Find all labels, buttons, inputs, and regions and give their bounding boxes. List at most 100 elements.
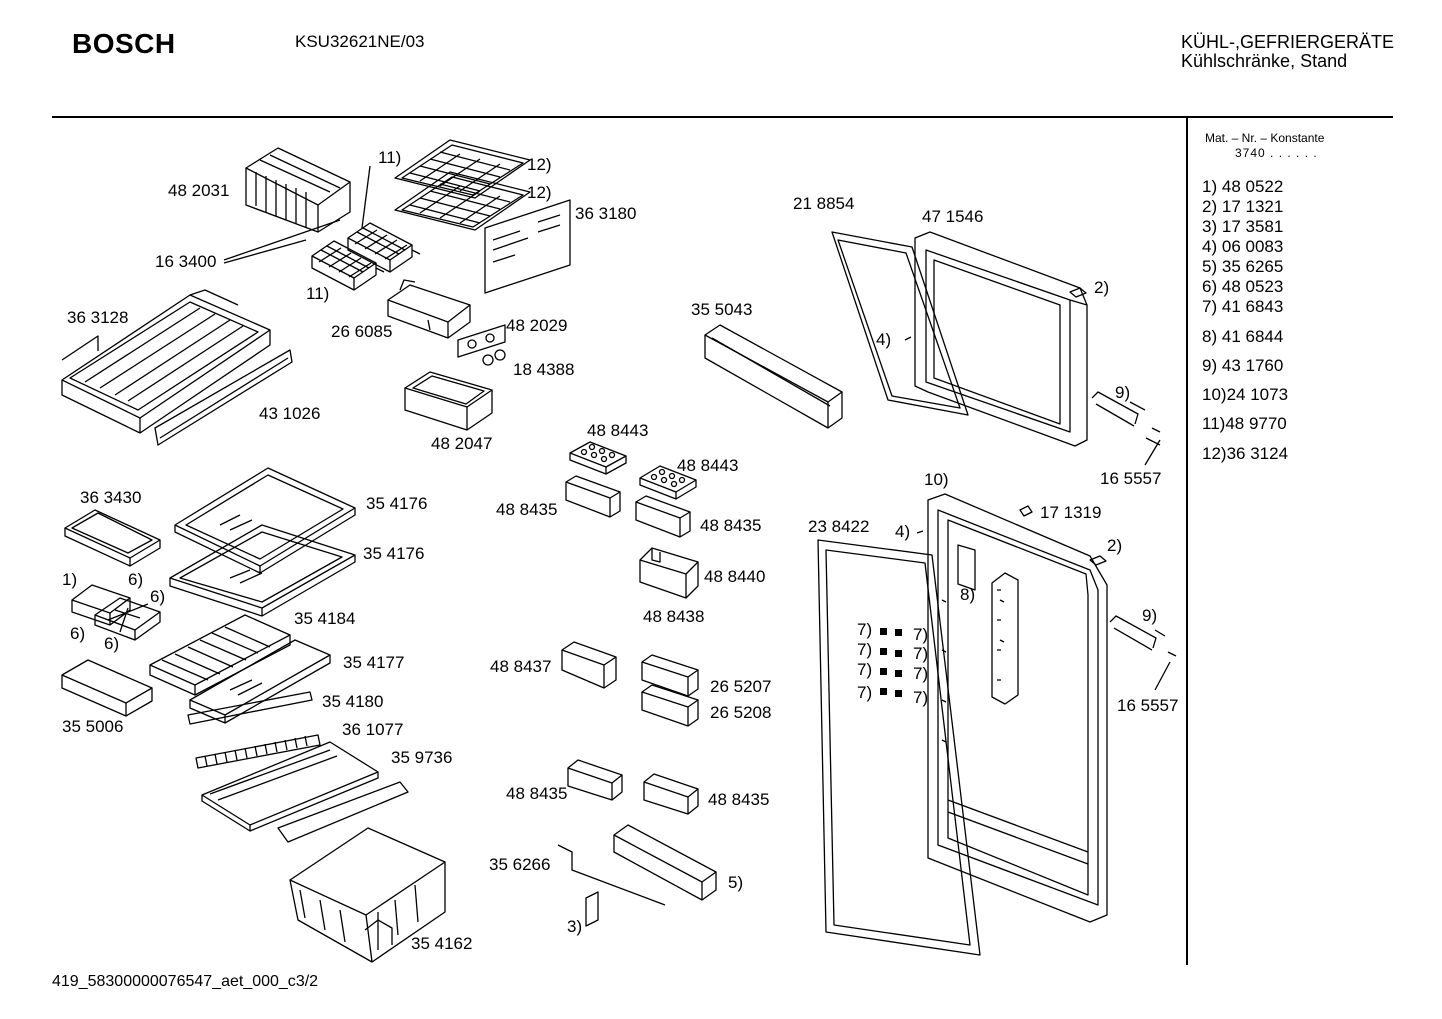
leader-line	[224, 240, 306, 263]
legend-value: 17 1321	[1221, 197, 1284, 216]
legend-value: 17 3581	[1221, 217, 1284, 236]
hinge-cap-part	[1090, 556, 1106, 565]
part-label: 8)	[960, 585, 976, 604]
part-label: 3)	[567, 917, 583, 936]
legend-key: 5)	[1202, 257, 1218, 276]
legend-value: 06 0083	[1221, 237, 1284, 256]
legend-value: 24 1073	[1226, 385, 1289, 404]
crisper-plate-part	[202, 742, 408, 842]
legend-item: 12)36 3124	[1202, 444, 1288, 464]
legend-item: 2) 17 1321	[1202, 197, 1283, 217]
part-label: 11)	[306, 284, 330, 303]
part-label: 18 4388	[513, 360, 575, 379]
part-label: 35 6266	[489, 855, 551, 874]
legend-key: 3)	[1202, 217, 1218, 236]
document-code: 419_58300000076547_aet_000_c	[52, 973, 296, 990]
small-bin-part	[636, 496, 690, 537]
part-label: 7)	[857, 683, 873, 702]
legend-key: 7)	[1202, 297, 1218, 316]
page-indicator: 3/2	[295, 973, 319, 990]
leader-line	[1130, 402, 1145, 410]
leader-line	[224, 220, 340, 260]
part-label: 2)	[1107, 536, 1123, 555]
freezer-drawer-part	[62, 290, 270, 433]
drawer-front-rail-part	[155, 350, 292, 445]
part-label: 36 3128	[67, 308, 129, 327]
door-shelf-part	[705, 325, 842, 428]
divider-insert-part	[72, 585, 160, 640]
screw-icon	[917, 531, 923, 533]
part-label: 47 1546	[922, 207, 984, 226]
freezer-panel-part	[485, 200, 570, 293]
door-handle-part	[1092, 392, 1160, 445]
part-label: 11)	[378, 148, 402, 167]
part-label: 43 1026	[259, 404, 321, 423]
part-label: 2)	[1094, 278, 1110, 297]
door-handle-part	[1110, 616, 1176, 656]
part-label: 35 5006	[62, 717, 124, 736]
dairy-compartment-part	[640, 548, 698, 598]
legend-key: 8)	[1202, 327, 1218, 346]
part-label: 36 1077	[342, 720, 404, 739]
clip-part	[586, 892, 598, 926]
part-label: 48 8435	[506, 784, 568, 803]
legend-value: 41 6844	[1221, 327, 1284, 346]
part-label: 7)	[913, 625, 929, 644]
freezer-door-part	[915, 232, 1087, 446]
document-footer: 419_58300000076547_aet_000_c3/2	[52, 973, 318, 991]
ice-tray-part	[312, 223, 420, 290]
part-label: 35 4176	[363, 544, 425, 563]
hinge-cap-part	[1070, 288, 1086, 297]
legend-value: 43 1760	[1221, 356, 1284, 375]
part-label: 4)	[895, 522, 911, 541]
part-label: 26 5207	[710, 677, 772, 696]
egg-tray-part	[640, 466, 696, 499]
legend-value: 48 0523	[1221, 277, 1284, 296]
leader-line	[1145, 440, 1160, 465]
legend-item: 1) 48 0522	[1202, 177, 1283, 197]
legend-item: 3) 17 3581	[1202, 217, 1283, 237]
part-label: 48 8435	[708, 790, 770, 809]
legend-key: 11)	[1202, 414, 1226, 433]
part-label: 9)	[1115, 383, 1131, 402]
part-label: 12)	[527, 183, 552, 202]
part-label: 4)	[876, 330, 892, 349]
part-label: 6)	[70, 624, 86, 643]
fridge-door-part	[928, 494, 1107, 922]
legend-item: 6) 48 0523	[1202, 277, 1283, 297]
door-bin-part	[568, 760, 622, 800]
part-label: 17 1319	[1040, 503, 1102, 522]
legend-item: 7) 41 6843	[1202, 297, 1283, 317]
legend-value: 48 0522	[1221, 177, 1284, 196]
part-label: 48 2047	[431, 434, 493, 453]
part-label: 7)	[913, 644, 929, 663]
part-label: 12)	[527, 155, 552, 174]
clip-part	[880, 628, 902, 697]
brand-logo: BOSCH	[72, 28, 176, 59]
part-label: 9)	[1142, 606, 1158, 625]
legend-key: 4)	[1202, 237, 1218, 256]
part-label: 7)	[857, 660, 873, 679]
legend-key: 6)	[1202, 277, 1218, 296]
leader-line	[1155, 662, 1170, 690]
legend-key: 9)	[1202, 356, 1218, 375]
legend-item: 11)48 9770	[1202, 414, 1287, 434]
category-block: KÜHL-,GEFRIERGERÄTE Kühlschränke, Stand	[1181, 33, 1394, 71]
part-label: 6)	[150, 587, 166, 606]
exploded-view-drawing	[0, 0, 1180, 970]
part-label: 35 9736	[391, 748, 453, 767]
part-label: 48 8435	[700, 516, 762, 535]
part-label: 36 3430	[80, 488, 142, 507]
part-label: 7)	[857, 640, 873, 659]
legend-value: 48 9770	[1225, 414, 1287, 433]
sidebar-divider	[1186, 117, 1188, 965]
small-bin-part	[566, 476, 620, 517]
part-label: 35 4180	[322, 692, 384, 711]
legend-value: 36 3124	[1226, 444, 1289, 463]
fridge-door-gasket-part	[818, 540, 980, 955]
legend-item: 5) 35 6265	[1202, 257, 1283, 277]
mat-header-text: Mat. – Nr. – Konstante	[1205, 131, 1325, 145]
egg-tray-part	[570, 442, 626, 474]
part-label: 48 8443	[587, 421, 649, 440]
part-label: 6)	[104, 634, 120, 653]
